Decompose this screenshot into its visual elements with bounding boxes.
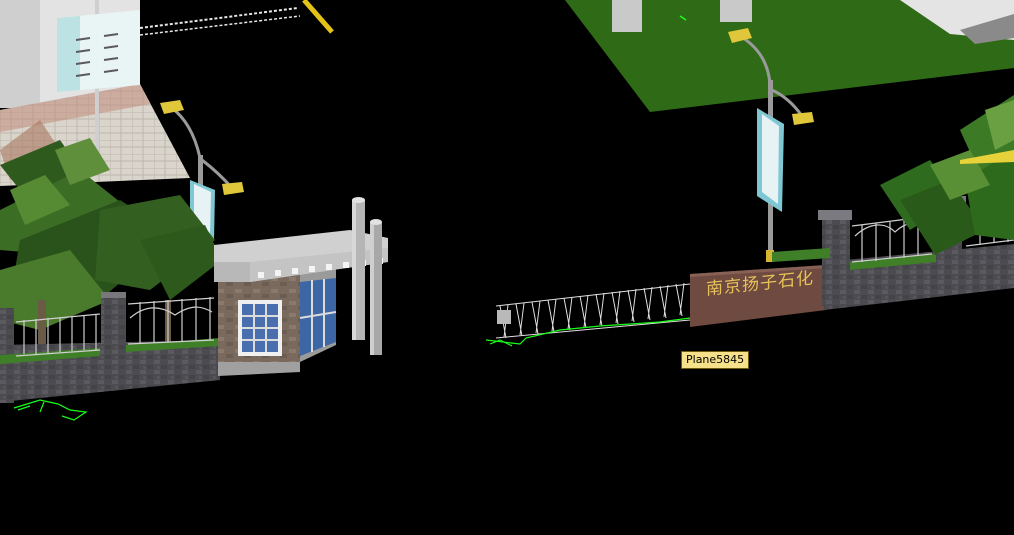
gate-pillars[interactable] bbox=[352, 197, 382, 355]
guard-house[interactable] bbox=[214, 230, 388, 376]
right-fence-wall[interactable] bbox=[772, 196, 1014, 310]
retractable-gate[interactable] bbox=[485, 282, 691, 347]
gate-sign-board[interactable] bbox=[690, 265, 826, 327]
left-fence-wall[interactable] bbox=[0, 292, 220, 403]
left-trees[interactable] bbox=[0, 138, 222, 360]
selection-wireframe bbox=[13, 399, 88, 421]
road-markings bbox=[139, 0, 334, 36]
right-trees[interactable] bbox=[880, 95, 1014, 255]
gate-selection-wireframe bbox=[485, 317, 691, 347]
flag-pole[interactable] bbox=[57, 0, 140, 150]
street-lamp-right[interactable] bbox=[728, 28, 814, 262]
right-lawn[interactable] bbox=[565, 0, 1014, 112]
marker bbox=[679, 15, 687, 21]
object-name-tooltip: Plane5845 bbox=[681, 351, 750, 369]
